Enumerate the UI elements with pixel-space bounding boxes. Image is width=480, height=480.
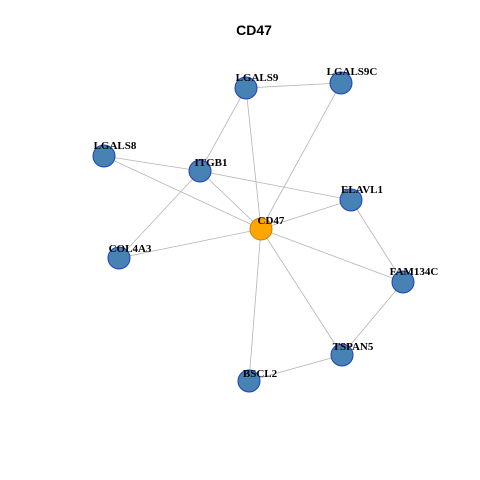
edge-lgals9-itgb1 bbox=[199, 87, 247, 172]
node-label-elavl1: ELAVL1 bbox=[341, 184, 383, 196]
node-label-fam134c: FAM134C bbox=[390, 266, 439, 278]
edge-lgals9-lgals9c bbox=[245, 82, 342, 89]
edge-layer bbox=[103, 82, 404, 382]
node-lgals9 bbox=[234, 76, 258, 100]
edge-itgb1-col4a3 bbox=[118, 170, 201, 259]
edge-itgb1-cd47 bbox=[199, 170, 262, 230]
edge-fam134c-tspan5 bbox=[341, 281, 404, 356]
node-elavl1 bbox=[339, 188, 363, 212]
node-label-cd47: CD47 bbox=[258, 215, 285, 227]
node-bscl2 bbox=[237, 369, 261, 393]
diagram-title: CD47 bbox=[236, 22, 272, 38]
edge-tspan5-bscl2 bbox=[248, 354, 343, 382]
edge-elavl1-fam134c bbox=[350, 199, 404, 283]
node-layer bbox=[92, 71, 415, 393]
node-label-col4a3: COL4A3 bbox=[109, 243, 152, 255]
edge-elavl1-cd47 bbox=[260, 199, 352, 230]
node-lgals8 bbox=[92, 144, 116, 168]
node-itgb1 bbox=[188, 159, 212, 183]
node-label-tspan5: TSPAN5 bbox=[333, 341, 374, 353]
edge-lgals8-cd47 bbox=[103, 155, 262, 230]
edge-lgals9-cd47 bbox=[245, 87, 262, 230]
edge-cd47-bscl2 bbox=[248, 228, 262, 382]
node-lgals9c bbox=[329, 71, 353, 95]
label-layer: CD47 LGALS9 LGALS9C LGALS8ITGB1ELAVL1COL4A3… bbox=[94, 66, 439, 380]
node-col4a3 bbox=[107, 246, 131, 270]
node-tspan5 bbox=[330, 343, 354, 367]
node-label-lgals8: LGALS8 bbox=[94, 140, 137, 152]
edge-lgals9c-cd47 bbox=[260, 82, 342, 230]
edge-lgals8-itgb1 bbox=[103, 155, 201, 172]
node-label-lgals9: LGALS9 bbox=[236, 72, 279, 84]
edge-itgb1-elavl1 bbox=[199, 170, 352, 201]
node-cd47 bbox=[249, 217, 273, 241]
edge-cd47-tspan5 bbox=[260, 228, 343, 356]
node-fam134c bbox=[391, 270, 415, 294]
edge-cd47-fam134c bbox=[260, 228, 404, 283]
node-label-itgb1: ITGB1 bbox=[194, 157, 227, 169]
node-label-lgals9c: LGALS9C bbox=[327, 66, 378, 78]
node-label-bscl2: BSCL2 bbox=[243, 368, 278, 380]
edge-col4a3-cd47 bbox=[118, 228, 262, 259]
